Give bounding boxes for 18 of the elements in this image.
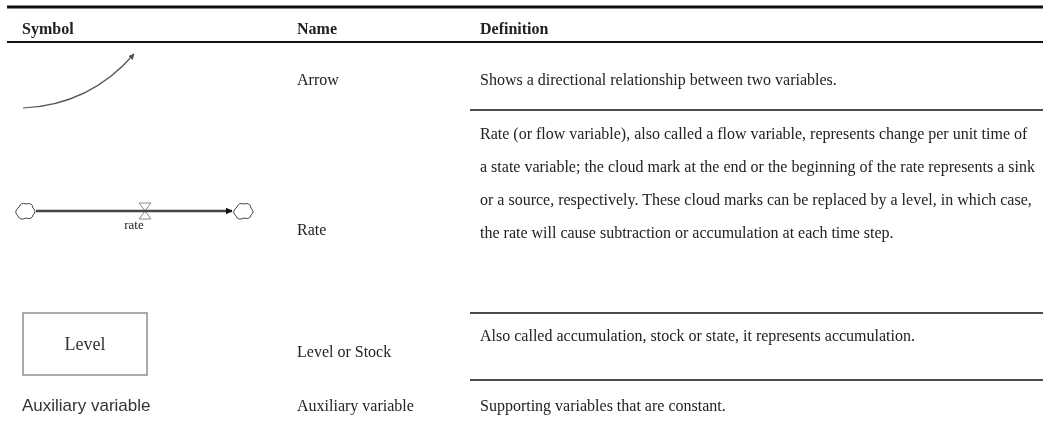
symbol-text: Auxiliary variable (22, 394, 151, 417)
definition-text: Shows a directional relationship between two variables. (480, 69, 838, 91)
column-header: Name (297, 18, 337, 39)
name-text: Auxiliary variable (297, 395, 414, 417)
level-label: Level (64, 333, 106, 355)
name-text: Arrow (297, 69, 339, 90)
column-header: Symbol (22, 18, 74, 40)
definition-text: Supporting variables that are constant. (480, 395, 727, 417)
level-box (22, 312, 148, 376)
definition-text: Also called accumulation, stock or state, it represents accumulation. (480, 325, 916, 347)
name-text: Level or Stock (297, 341, 392, 362)
column-header: Definition (480, 18, 549, 39)
edge-label: rate (123, 217, 145, 233)
definition-text: Rate (or flow variable), also called a flow variable, represents change per unit time of a state variable; the cloud mark at the end or the beginning of the rate represents a sink or a source, respectively. These cloud marks can be replaced by a level, in which case, the rate will cause subtraction or accumulation at each time step. (480, 123, 1036, 244)
name-text: Rate (297, 219, 327, 240)
cloud-icon (14, 202, 36, 220)
cloud-icon (232, 202, 254, 220)
flow-arrow (36, 207, 233, 215)
